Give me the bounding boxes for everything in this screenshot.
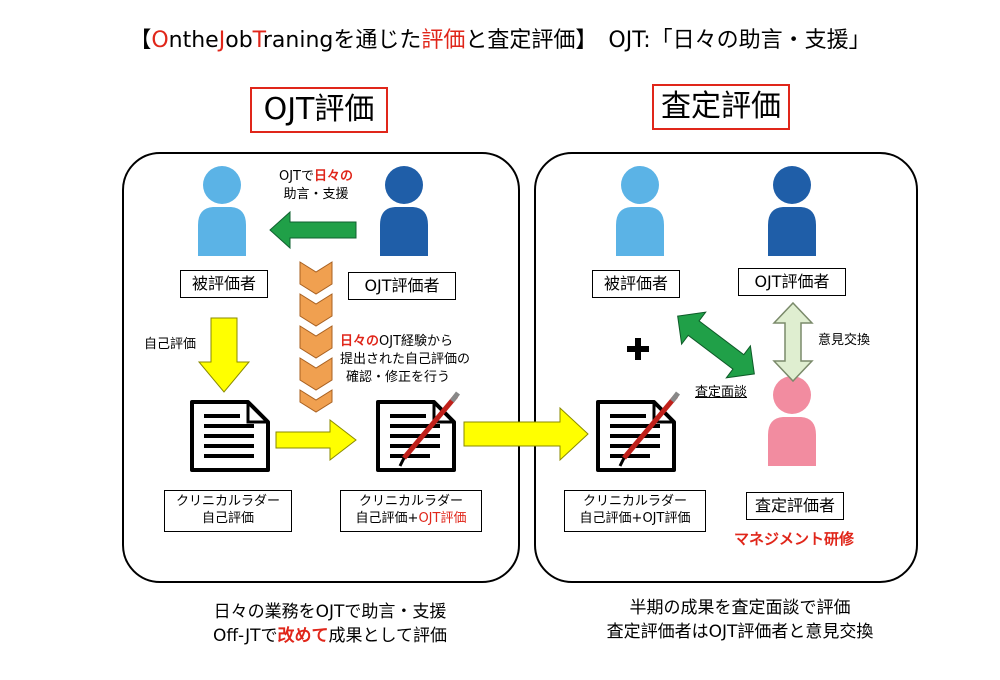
ojt-evaluator-person-icon	[380, 166, 428, 256]
doc2-line2a: 自己評価+	[355, 511, 419, 526]
self-evaluation-text: 自己評価	[144, 337, 197, 352]
assessment-interview-text: 査定面談	[695, 385, 748, 400]
advice-text-line2: 助言・支援	[283, 187, 349, 202]
assessment-evaluation-header: 査定評価	[652, 84, 790, 130]
daily-advice-text: OJTで日々の 助言・支援	[268, 168, 364, 204]
evaluatee-person-icon-right	[616, 166, 664, 256]
management-training-text: マネジメント研修	[734, 530, 855, 548]
green-arrow-left-icon	[269, 210, 357, 250]
ojt-evaluation-header: OJT評価	[250, 87, 388, 133]
doc2-line2b: OJT評価	[418, 511, 467, 526]
right-caption-line2: 査定評価者はOJT評価者と意見交換	[606, 622, 874, 642]
ladder-ojt-eval-box: クリニカルラダー 自己評価+OJT評価	[340, 490, 482, 532]
opinion-exchange-text: 意見交換	[818, 333, 871, 348]
opinion-exchange-arrow-icon	[772, 301, 814, 383]
doc1-line1: クリニカルラダー	[175, 494, 280, 509]
document-with-pen-icon-right	[596, 391, 680, 472]
confirm-text-line3: 確認・修正を行う	[346, 370, 451, 385]
yellow-arrow-down-icon	[197, 317, 251, 393]
document-icon	[190, 400, 270, 472]
confirm-text-a: 日々の	[340, 334, 380, 349]
title-part: T	[252, 28, 263, 53]
title-part: 評価	[421, 28, 466, 53]
confirm-text: 日々のOJT経験から 提出された自己評価の 確認・修正を行う	[340, 333, 490, 387]
doc3-line2: 自己評価+OJT評価	[579, 511, 691, 526]
ojt-evaluator-label-right: OJT評価者	[738, 268, 846, 296]
title-part: raningを通じた	[262, 28, 422, 53]
left-caption: 日々の業務をOJTで助言・支援 Off-JTで改めて成果として評価	[170, 600, 490, 648]
left-caption-line2b: 改めて	[277, 626, 329, 646]
yellow-arrow-right-icon	[275, 418, 357, 462]
ladder-final-box: クリニカルラダー 自己評価+OJT評価	[564, 490, 706, 532]
ojt-evaluator-label: OJT評価者	[348, 272, 456, 300]
confirm-text-b: OJT経験から	[379, 334, 454, 349]
orange-chevrons-icon	[299, 261, 333, 413]
yellow-arrow-transfer-icon	[463, 406, 589, 462]
ladder-self-eval-box: クリニカルラダー 自己評価	[164, 490, 292, 532]
title-part: と査定評価】 OJT:「日々の助言・支援」	[465, 28, 871, 53]
doc2-line1: クリニカルラダー	[358, 494, 463, 509]
left-caption-line2a: Off-JTで	[212, 626, 278, 646]
title-part: nthe	[168, 28, 219, 53]
title-part: ob	[225, 28, 253, 53]
assessor-person-icon	[768, 376, 816, 466]
plus-icon	[627, 338, 649, 360]
left-caption-line1: 日々の業務をOJTで助言・支援	[213, 602, 447, 622]
right-caption: 半期の成果を査定面談で評価 査定評価者はOJT評価者と意見交換	[570, 596, 910, 644]
evaluatee-label: 被評価者	[180, 270, 268, 298]
title-part: 【	[129, 28, 152, 53]
title-part: O	[151, 28, 169, 53]
evaluatee-person-icon	[198, 166, 246, 256]
advice-text-b: 日々の	[314, 169, 354, 184]
title-part: J	[218, 28, 226, 53]
green-double-arrow-icon	[677, 311, 755, 379]
right-caption-line1: 半期の成果を査定面談で評価	[629, 598, 851, 618]
ojt-evaluator-person-icon-right	[768, 166, 816, 256]
left-caption-line2c: 成果として評価	[328, 626, 448, 646]
confirm-text-line2: 提出された自己評価の	[340, 352, 471, 367]
document-with-pen-icon	[376, 391, 460, 472]
doc3-line1: クリニカルラダー	[582, 494, 687, 509]
advice-text-a: OJTで	[278, 169, 314, 184]
evaluatee-label-right: 被評価者	[592, 270, 680, 298]
doc1-line2: 自己評価	[201, 511, 254, 526]
page-title: 【OntheJobTraningを通じた評価と査定評価】 OJT:「日々の助言・…	[0, 22, 1000, 54]
assessor-label: 査定評価者	[746, 492, 844, 520]
